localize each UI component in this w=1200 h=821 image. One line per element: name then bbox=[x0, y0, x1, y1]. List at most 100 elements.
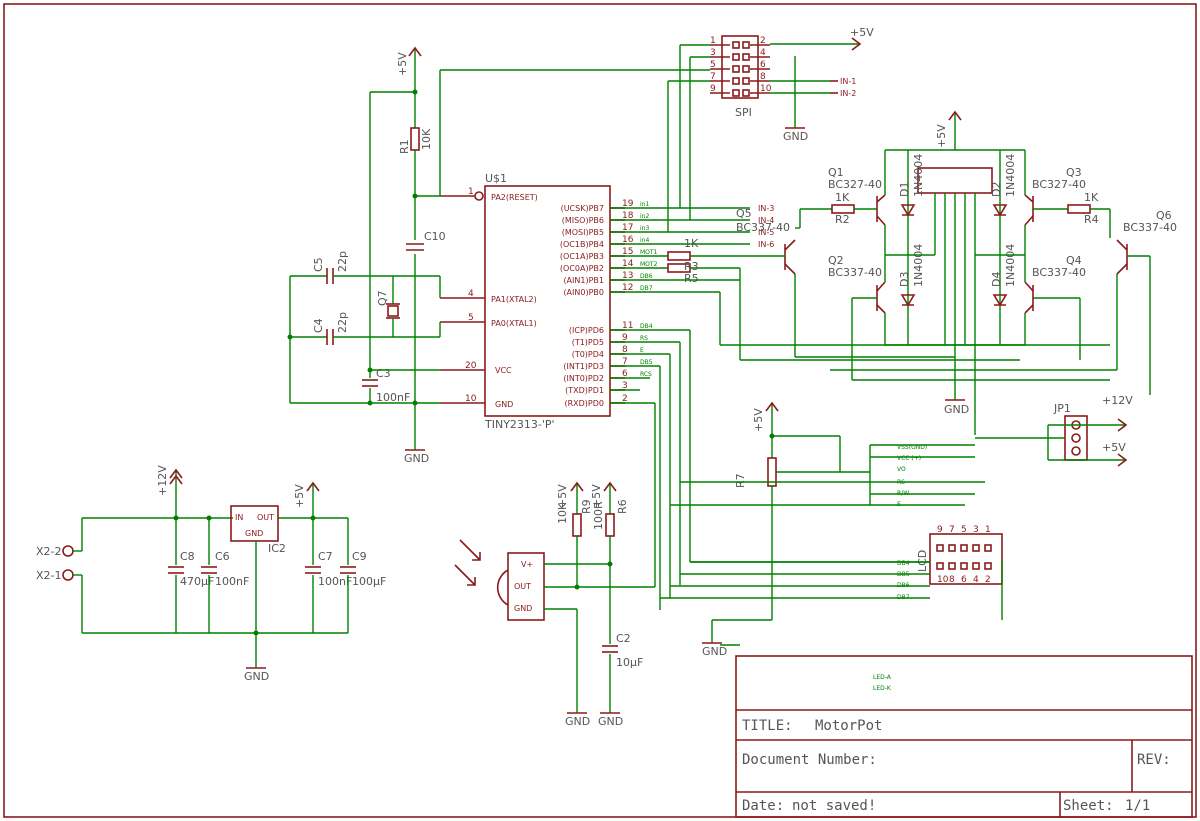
lcd-pin-6: 6 bbox=[961, 575, 967, 585]
c4-value: 22p bbox=[336, 312, 349, 333]
r4-value: 1K bbox=[1084, 191, 1099, 204]
c6-name: C6 bbox=[215, 550, 230, 563]
lcd-pin-10: 10 bbox=[937, 575, 949, 585]
doc-number-label: Document Number: bbox=[742, 752, 877, 768]
r9-supply-label: +5V bbox=[556, 484, 569, 508]
mcu-pin-xtal1: PA0(XTAL1) bbox=[491, 319, 537, 328]
ir-gnd-label: GND bbox=[514, 604, 532, 613]
rev-label: REV: bbox=[1137, 752, 1171, 768]
mcu-pin-reset: PA2(RESET) bbox=[491, 193, 538, 202]
mcu-pin-num-11: 11 bbox=[622, 321, 633, 331]
mcu-pin-num-10: 10 bbox=[465, 394, 477, 404]
mcu-value: TINY2313-'P' bbox=[484, 418, 555, 431]
ic2-out-label: OUT bbox=[257, 513, 274, 522]
c6-value: 100nF bbox=[215, 575, 249, 588]
c5-value: 22p bbox=[336, 251, 349, 272]
r6-supply-label: +5V bbox=[590, 484, 603, 508]
c10-name: C10 bbox=[424, 230, 446, 243]
q1-name: Q1 bbox=[828, 166, 844, 179]
r9-value: 10K bbox=[556, 502, 569, 524]
r7-supply-label: +5V bbox=[752, 408, 765, 432]
sheet-value: 1/1 bbox=[1125, 798, 1150, 814]
lcd-section: +5V R7 GND VSS(GND) VCC (+) VO RS R/W E … bbox=[660, 401, 1003, 658]
mcu-pin-num-14: 14 bbox=[622, 259, 634, 269]
r9-name: R9 bbox=[580, 499, 593, 514]
title-label: TITLE: bbox=[742, 718, 793, 734]
reset-network: +5V R1 10K C10 GND C3 100nF C5 22p bbox=[287, 46, 710, 465]
spi-pin-9: 9 bbox=[710, 84, 716, 94]
mcu-pin--int0-pd2: (INT0)PD2 bbox=[563, 374, 604, 383]
c2-value: 10µF bbox=[616, 656, 643, 669]
c8-value: 470µF bbox=[180, 575, 214, 588]
mcu-net-db5: DB5 bbox=[640, 359, 653, 366]
net-in5: IN-5 bbox=[758, 228, 774, 237]
lcd-pin-2: 2 bbox=[985, 575, 991, 585]
title-value: MotorPot bbox=[815, 718, 882, 734]
spi-pin-3: 3 bbox=[710, 48, 716, 58]
date-value: not saved! bbox=[792, 798, 876, 814]
spi-pin-4: 4 bbox=[760, 48, 766, 58]
q5-value: BC337-40 bbox=[736, 221, 790, 234]
spi-net-in1: IN-1 bbox=[840, 77, 856, 86]
hbridge-supply-label: +5V bbox=[935, 124, 948, 148]
h-bridge: +5V D1 1N4004 D2 1N4004 D3 1N4004 D4 1N4… bbox=[736, 110, 1177, 435]
mcu-pin--rxd-pd0: (RXD)PD0 bbox=[564, 399, 604, 408]
spi-pin-8: 8 bbox=[760, 72, 766, 82]
r3-name: R3 bbox=[684, 260, 699, 273]
lcd-net-vcc: VCC (+) bbox=[897, 455, 921, 462]
power-supply: X2-2 X2-1 +12V C8 470µF C6 100nF IN OUT … bbox=[36, 465, 386, 683]
q2-value: BC337-40 bbox=[828, 266, 882, 279]
mcu-pin--txd-pd1: (TXD)PD1 bbox=[565, 386, 604, 395]
jp1-name: JP1 bbox=[1053, 402, 1071, 415]
c9-value: 100µF bbox=[352, 575, 386, 588]
ir-receiver: V+ OUT GND GND +5V 10K R9 +5V 100R R6 C2… bbox=[454, 481, 655, 728]
gnd-label-hbridge: GND bbox=[944, 403, 969, 416]
d4-name: D4 bbox=[990, 272, 1003, 287]
mcu-net-db7: DB7 bbox=[640, 285, 653, 292]
mcu-net-e: E bbox=[640, 347, 644, 354]
jp1-12v-label: +12V bbox=[1102, 394, 1133, 407]
mcu-pin-num-16: 16 bbox=[622, 235, 634, 245]
r6-value: 100R bbox=[592, 501, 605, 530]
spi-pin-2: 2 bbox=[760, 36, 766, 46]
mcu-net-db4: DB4 bbox=[640, 323, 653, 330]
d2-value: 1N4004 bbox=[1004, 154, 1017, 197]
ic2-gnd-label: GND bbox=[245, 529, 263, 538]
net-in6: IN-6 bbox=[758, 240, 774, 249]
gnd-label-mcu: GND bbox=[404, 452, 429, 465]
mcu-pin--icp-pd6: (ICP)PD6 bbox=[569, 326, 604, 335]
lcd-pin-5: 5 bbox=[961, 525, 967, 535]
spi-name: SPI bbox=[735, 106, 752, 119]
q4-name: Q4 bbox=[1066, 254, 1082, 267]
mcu-net-in4: in4 bbox=[640, 237, 649, 244]
c5-name: C5 bbox=[312, 257, 325, 272]
mcu-pin--oc1a-pb3: (OC1A)PB3 bbox=[560, 252, 604, 261]
mcu-pin-num-7: 7 bbox=[622, 357, 628, 367]
gnd-label-vreg: GND bbox=[244, 670, 269, 683]
mcu-net-db6: DB6 bbox=[640, 273, 653, 280]
jp1-connector: JP1 +12V +5V bbox=[975, 394, 1133, 467]
d4-value: 1N4004 bbox=[1004, 244, 1017, 287]
d2-name: D2 bbox=[990, 182, 1003, 197]
mcu-pin--ain0-pb0: (AIN0)PB0 bbox=[563, 288, 604, 297]
c3-name: C3 bbox=[376, 367, 391, 380]
gnd-label-c2: GND bbox=[598, 715, 623, 728]
spi-pin-6: 6 bbox=[760, 60, 766, 70]
mcu-pin-num-3: 3 bbox=[622, 381, 628, 391]
mcu-pin-num-17: 17 bbox=[622, 223, 633, 233]
gnd-label-lcd: GND bbox=[702, 645, 727, 658]
mcu-pin--oc1b-pb4: (OC1B)PB4 bbox=[560, 240, 604, 249]
x22-name: X2-2 bbox=[36, 545, 62, 558]
mcu-pin-num-8: 8 bbox=[622, 345, 628, 355]
mcu-name: U$1 bbox=[485, 172, 507, 185]
x21-name: X2-1 bbox=[36, 569, 62, 582]
lcd-pin-7: 7 bbox=[949, 525, 955, 535]
spi-pin-10: 10 bbox=[760, 84, 772, 94]
r2-name: R2 bbox=[835, 213, 850, 226]
q3-value: BC327-40 bbox=[1032, 178, 1086, 191]
mcu-net-in1: in1 bbox=[640, 201, 649, 208]
d3-name: D3 bbox=[898, 272, 911, 287]
mcu-pin--ain1-pb1: (AIN1)PB1 bbox=[563, 276, 604, 285]
